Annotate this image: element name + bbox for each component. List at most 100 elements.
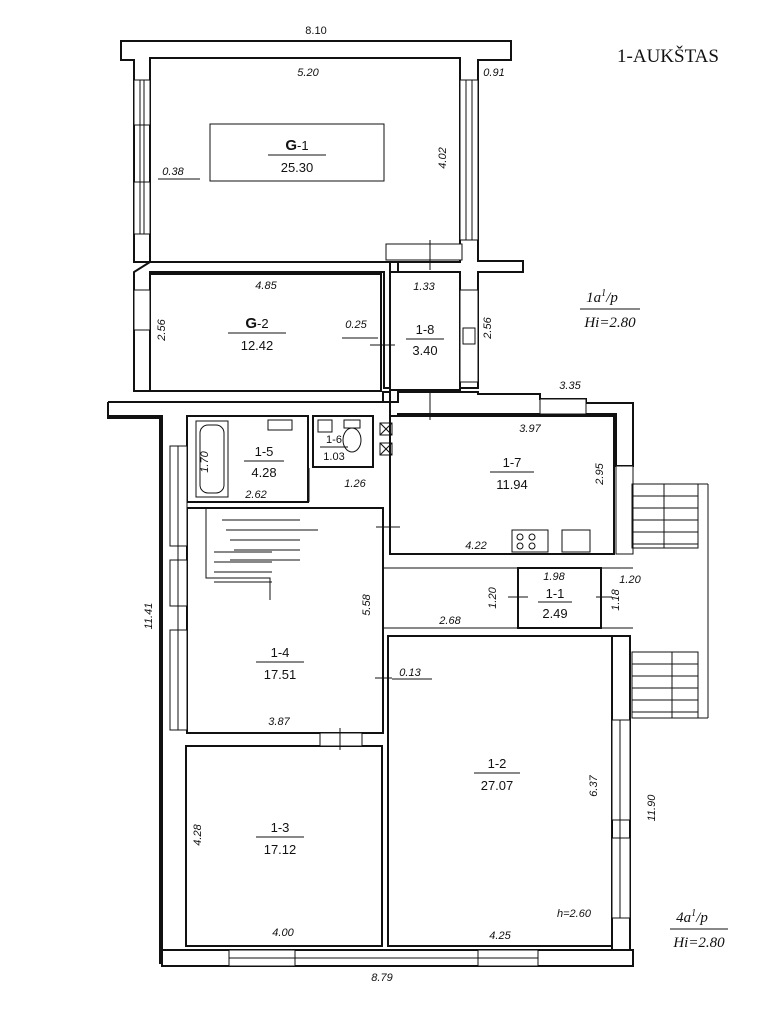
dim-091: 0.91 [483, 67, 504, 79]
room-code: 1-4 [271, 645, 290, 660]
room-suffix: -2 [257, 316, 269, 331]
annotation-sup: 1 [691, 908, 696, 919]
room-area: 17.12 [264, 842, 297, 857]
dim-12-height: 6.37 [588, 774, 600, 796]
dim-15-width: 2.62 [244, 489, 266, 501]
wc-sink-icon [317, 419, 333, 433]
dim-126: 1.26 [344, 478, 366, 490]
dimension-labels: 8.10 5.20 0.91 0.38 4.02 4.85 1.33 2.56 … [143, 25, 658, 984]
room-area: 27.07 [481, 778, 514, 793]
dim-025: 0.25 [345, 319, 367, 331]
svg-text:1a1/p: 1a1/p [586, 288, 618, 306]
room-area: 3.40 [412, 343, 437, 358]
room-area: 17.51 [264, 667, 297, 682]
window [459, 289, 479, 383]
dim-14-width: 3.87 [268, 716, 290, 728]
room-code: 1-3 [271, 820, 290, 835]
window [133, 289, 151, 331]
dim-13-width: 4.00 [272, 927, 294, 939]
room-1-3 [185, 745, 383, 947]
room-code: G [285, 137, 297, 154]
room-area: 11.94 [496, 477, 528, 492]
room-code: 1-8 [416, 322, 435, 337]
stove-icon [511, 529, 549, 553]
dim-right-total: 11.90 [646, 794, 658, 822]
dim-13-height: 4.28 [192, 823, 204, 845]
vent-icon [379, 422, 393, 436]
room-1-8 [389, 271, 461, 391]
room-1-7 [389, 415, 615, 555]
room-area: 2.49 [542, 606, 567, 621]
window [133, 181, 151, 235]
dim-15-height: 1.70 [199, 450, 211, 472]
floor-title: 1-AUKŠTAS [617, 45, 719, 67]
hall-lines [383, 567, 633, 629]
window [539, 398, 587, 415]
dim-133: 1.33 [413, 281, 435, 293]
window [611, 719, 631, 821]
window [385, 243, 463, 261]
fixtures [195, 327, 591, 553]
room-area: 12.42 [241, 338, 274, 353]
annotation-den: /p [695, 910, 708, 926]
doors [300, 240, 612, 750]
sink-icon [267, 419, 293, 431]
dim-hall-width: 2.68 [438, 615, 461, 627]
window [615, 465, 634, 555]
kitchen-sink-icon [561, 529, 591, 553]
bathtub-icon [195, 420, 229, 498]
annotation-num: 1a [586, 290, 601, 306]
svg-text:G-2: G-2 [245, 315, 268, 332]
stairs-exterior [631, 483, 709, 719]
room-area: 25.30 [281, 160, 314, 175]
dim-038: 0.38 [162, 166, 184, 178]
dim-g2-height: 2.56 [156, 318, 168, 341]
room-1-1 [517, 567, 602, 629]
ceiling-height: h=2.60 [557, 908, 592, 920]
vent-icon [379, 442, 393, 456]
dim-left-total: 11.41 [143, 603, 155, 630]
room-code: G [245, 315, 257, 332]
room-1-4 [186, 507, 384, 734]
dim-g1-width: 5.20 [297, 67, 319, 79]
dim-17-height: 2.95 [594, 462, 606, 485]
rooms [149, 57, 633, 947]
dim-g1-height: 4.02 [437, 147, 449, 168]
dim-g2-width: 4.85 [255, 280, 277, 292]
dim-stair: 5.58 [361, 593, 373, 615]
room-code: 1-2 [488, 756, 507, 771]
dim-17-bottom: 4.22 [465, 540, 486, 552]
dim-11-right: 1.20 [619, 574, 641, 586]
window [611, 837, 631, 919]
dim-11-width: 1.98 [543, 571, 565, 583]
svg-text:4a1/p: 4a1/p [676, 908, 708, 926]
annotation-sup: 1 [601, 288, 606, 299]
window [133, 79, 151, 126]
annotation-hi: Hi=2.80 [583, 315, 636, 331]
annotation-hi: Hi=2.80 [672, 935, 725, 951]
room-code: 1-5 [255, 444, 274, 459]
room-1-2 [387, 635, 613, 947]
chimney-icon [462, 327, 476, 345]
room-suffix: -1 [297, 138, 309, 153]
room-code: 1-7 [503, 455, 522, 470]
windows [133, 79, 634, 967]
room-code: 1-1 [546, 586, 565, 601]
dim-top-width: 8.10 [305, 25, 326, 37]
dim-11-left: 1.20 [487, 586, 499, 608]
svg-text:G-1: G-1 [285, 137, 308, 154]
stairs-interior [205, 508, 300, 600]
window [319, 732, 363, 747]
annotation-den: /p [605, 290, 618, 306]
annotation-2: 4a1/p Hi=2.80 [670, 908, 728, 951]
room-labels: 1-AUKŠTAS G-1 25.30 G-2 12.42 1-8 3.40 1… [228, 45, 719, 857]
room-g1-inner-box [209, 123, 385, 182]
room-area: 4.28 [251, 465, 276, 480]
annotation-1: 1a1/p Hi=2.80 [580, 288, 640, 331]
dim-bottom-total: 8.79 [371, 972, 392, 984]
annotation-num: 4a [676, 910, 691, 926]
dim-013: 0.13 [399, 667, 421, 679]
dim-17-width: 3.97 [519, 423, 541, 435]
room-area: 1.03 [323, 451, 344, 463]
